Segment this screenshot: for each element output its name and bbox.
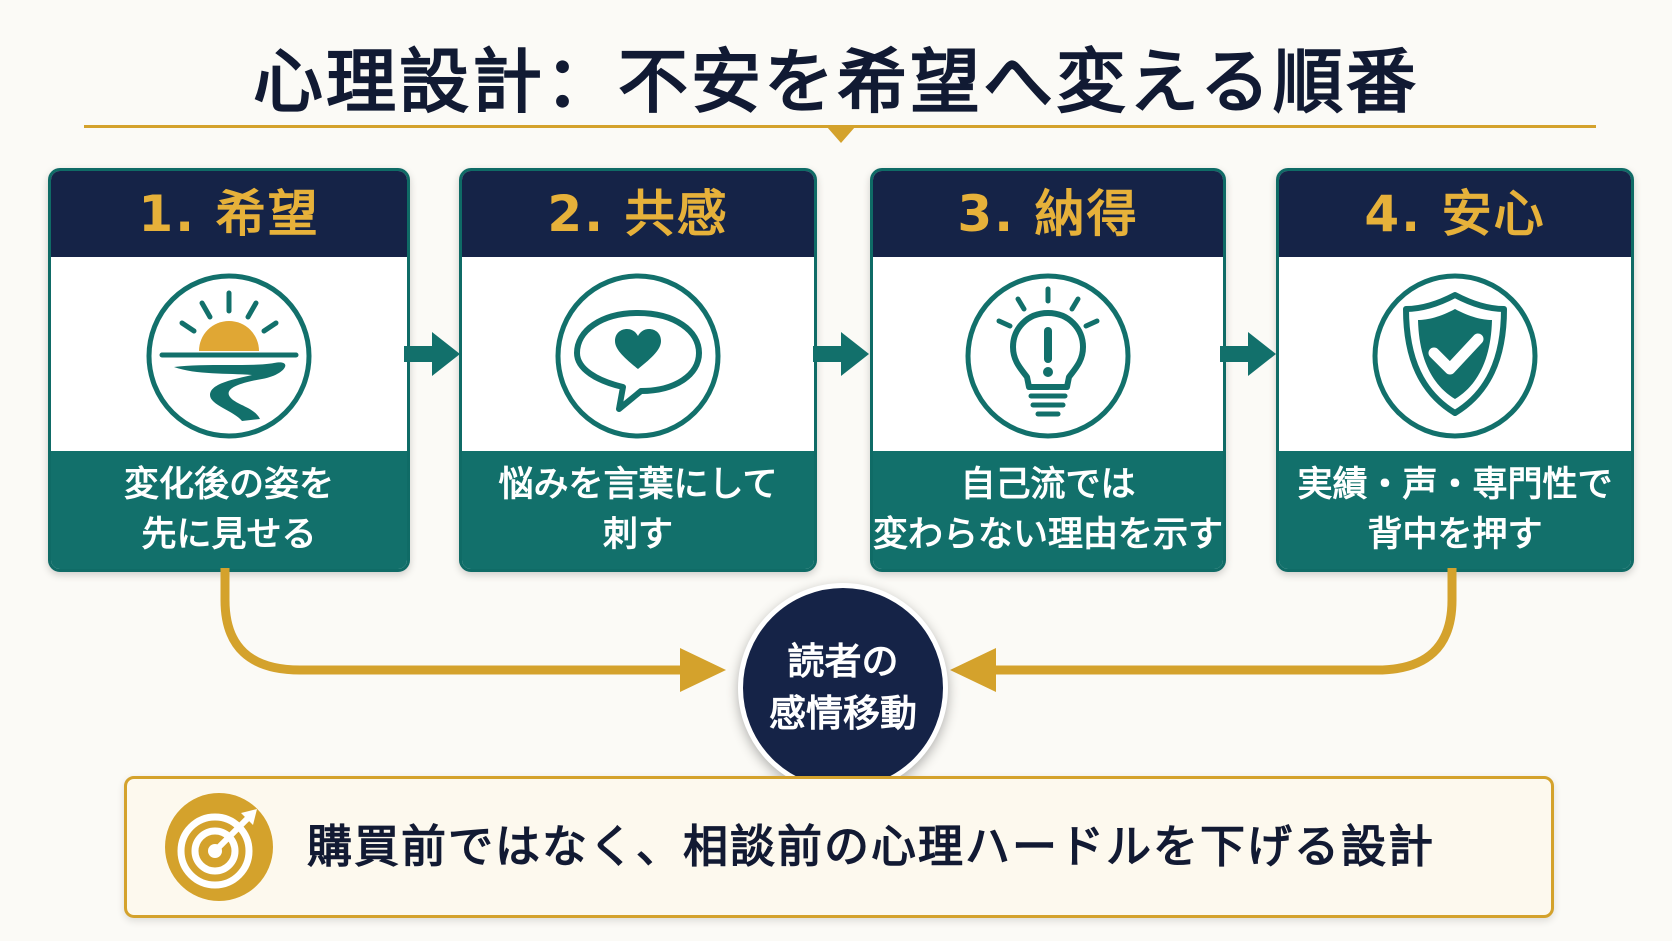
summary-banner: 購買前ではなく、相談前の心理ハードルを下げる設計 — [124, 776, 1554, 918]
step-description: 自己流では 変わらない理由を示す — [873, 451, 1223, 569]
step-description-line1: 悩みを言葉にして — [498, 465, 778, 505]
step-card-hope: 1. 希望 変化後の姿を 先に見せる — [48, 168, 410, 572]
step-description-line1: 変化後の姿を — [123, 465, 334, 505]
summary-text: 購買前ではなく、相談前の心理ハードルを下げる設計 — [307, 820, 1436, 873]
step-description: 変化後の姿を 先に見せる — [51, 451, 407, 569]
page-title: 心理設計：不安を希望へ変える順番 — [253, 41, 1419, 123]
heart-speech-bubble-icon — [555, 273, 721, 439]
target-arrow-icon — [165, 793, 273, 901]
title-divider — [84, 125, 1596, 128]
flow-arrow-1-to-2 — [404, 332, 460, 376]
right-connector — [988, 568, 1457, 675]
step-description: 実績・声・専門性で 背中を押す — [1279, 451, 1631, 569]
emotion-hub: 読者の 感情移動 — [738, 583, 948, 793]
step-description-line1: 自己流では — [960, 465, 1136, 505]
step-description: 悩みを言葉にして 刺す — [462, 451, 814, 569]
step-description-line2: 先に見せる — [141, 515, 317, 555]
title-divider-notch — [827, 127, 855, 143]
step-card-reassurance: 4. 安心 実績・声・専門性で 背中を押す — [1276, 168, 1634, 572]
step-description-line1: 実績・声・専門性で — [1297, 465, 1613, 505]
step-heading: 1. 希望 — [51, 171, 407, 257]
step-description-line2: 変わらない理由を示す — [873, 515, 1224, 555]
step-heading: 3. 納得 — [873, 171, 1223, 257]
sunrise-road-icon — [146, 273, 312, 439]
step-heading: 2. 共感 — [462, 171, 814, 257]
right-connector-arrowhead — [950, 648, 996, 692]
left-connector — [220, 568, 688, 675]
lightbulb-exclamation-icon — [965, 273, 1131, 439]
left-connector-arrowhead — [680, 648, 726, 692]
hub-line2: 感情移動 — [769, 692, 917, 735]
step-heading: 4. 安心 — [1279, 171, 1631, 257]
flow-arrow-2-to-3 — [813, 332, 869, 376]
step-description-line2: 刺す — [602, 515, 673, 555]
flow-arrow-3-to-4 — [1220, 332, 1276, 376]
hub-line1: 読者の — [787, 640, 899, 683]
step-card-conviction: 3. 納得 自己流では 変わらない理由を示す — [870, 168, 1226, 572]
step-card-empathy: 2. 共感 悩みを言葉にして 刺す — [459, 168, 817, 572]
shield-check-icon — [1372, 273, 1538, 439]
step-description-line2: 背中を押す — [1367, 515, 1543, 555]
